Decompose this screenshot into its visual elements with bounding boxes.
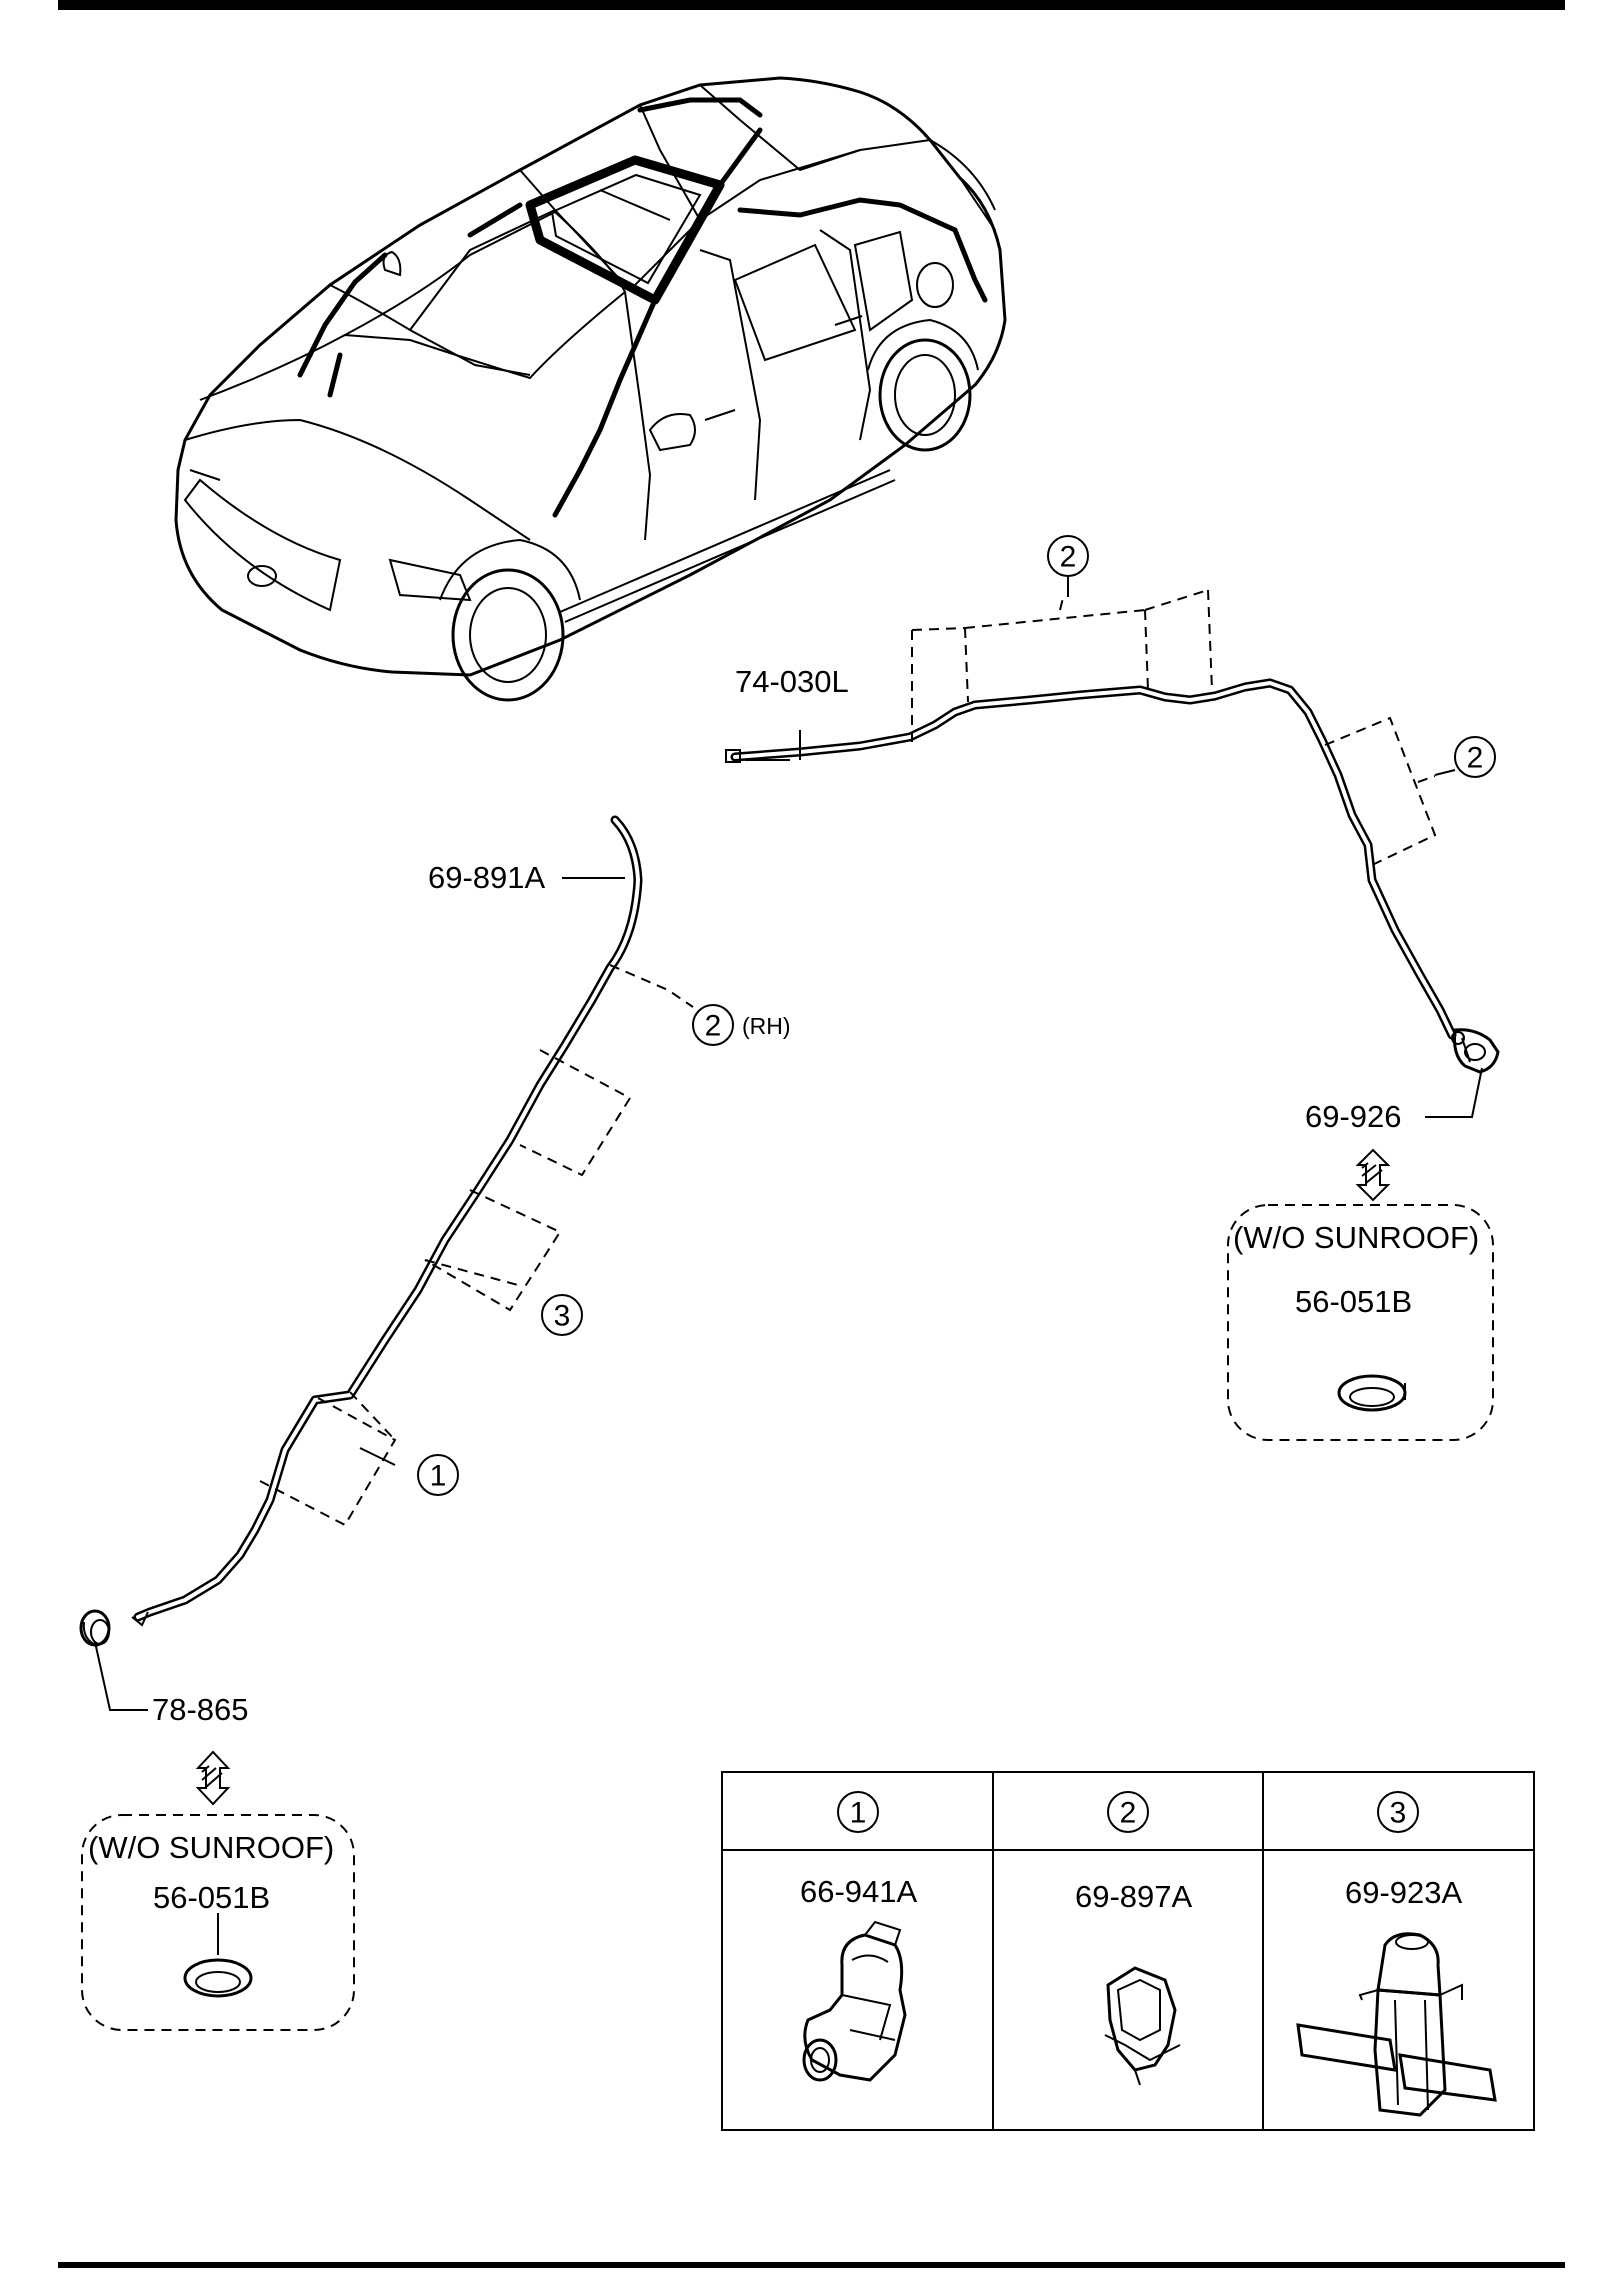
- grommet-78-865: [79, 1609, 111, 1647]
- part-label-78-865: 78-865: [152, 1692, 249, 1727]
- part-label-74-030L: 74-030L: [735, 664, 849, 699]
- note-wo-sunroof-left: (W/O SUNROOF): [88, 1830, 334, 1865]
- legend-part-66-941A: 66-941A: [800, 1874, 918, 1909]
- callout-1-number: 1: [430, 1460, 447, 1493]
- callout-2-top: 2: [1047, 535, 1089, 577]
- wo-sunroof-group-left: [81, 1814, 355, 2031]
- clip-66-941A-drawing: [802, 1920, 907, 2082]
- callout-2-top-number: 2: [1060, 541, 1077, 574]
- drain-hose-69-891A: [131, 815, 643, 1627]
- part-label-56-051B-left: 56-051B: [153, 1880, 270, 1915]
- double-arrow-right: [1355, 1148, 1391, 1202]
- callout-2-left-number: 2: [705, 1010, 722, 1043]
- part-label-69-926: 69-926: [1305, 1099, 1402, 1134]
- top-border-bar: [58, 0, 1565, 10]
- callout-3-number: 3: [554, 1300, 571, 1333]
- callout-3: 3: [541, 1294, 583, 1336]
- clip-legend-table: 1 2 3 66-941A 69-897A 69-923A: [721, 1771, 1535, 2131]
- clip-69-923A-drawing: [1296, 1932, 1497, 2117]
- grommet-69-926: [1451, 1028, 1500, 1074]
- legend-header-2: 2: [1120, 1797, 1137, 1830]
- drain-hose-74-030L: [725, 678, 1457, 1040]
- car-illustration: [174, 76, 1007, 702]
- note-rh: (RH): [742, 1013, 791, 1039]
- part-label-69-891A: 69-891A: [428, 860, 546, 895]
- callout-1: 1: [417, 1454, 459, 1496]
- bottom-border-bar: [58, 2262, 1565, 2268]
- clip-zones-left-hose: [257, 964, 694, 1527]
- legend-header-1: 1: [850, 1797, 867, 1830]
- legend-header-3: 3: [1390, 1797, 1407, 1830]
- leader-lines: [94, 575, 1483, 1955]
- wo-sunroof-group-right: [1227, 1204, 1494, 1441]
- part-label-56-051B-right: 56-051B: [1295, 1284, 1412, 1319]
- callout-2-right: 2: [1454, 736, 1496, 778]
- clip-69-897A-drawing: [1104, 1966, 1181, 2086]
- callout-2-right-number: 2: [1467, 742, 1484, 775]
- note-wo-sunroof-right: (W/O SUNROOF): [1233, 1220, 1479, 1255]
- double-arrow-left: [195, 1750, 231, 1806]
- callout-2-left: 2: [692, 1004, 734, 1046]
- legend-part-69-897A: 69-897A: [1075, 1879, 1193, 1914]
- clip-zones-right-hose: [911, 589, 1437, 867]
- legend-part-69-923A: 69-923A: [1345, 1875, 1463, 1910]
